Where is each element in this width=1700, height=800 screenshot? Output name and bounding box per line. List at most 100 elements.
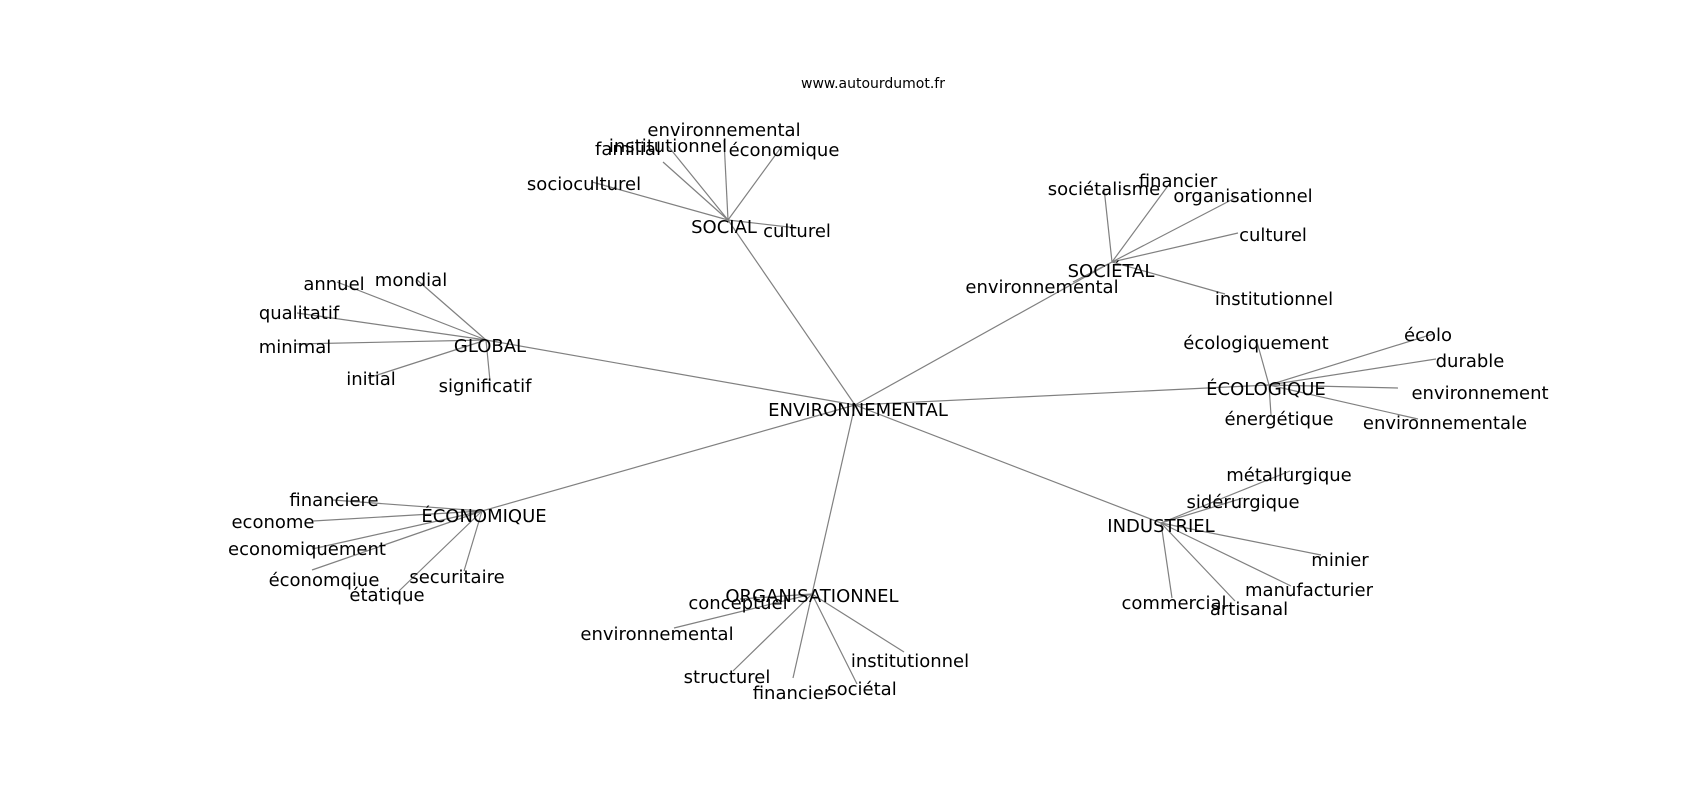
leaf-node-label: économique <box>729 140 840 161</box>
leaf-node-label: commercial <box>1122 593 1227 614</box>
edge-ecologique-leaf <box>1268 384 1419 420</box>
edge-ecologique-leaf <box>1268 358 1437 386</box>
hub-node-label-organisationnel: ORGANISATIONNEL <box>725 586 898 607</box>
edge-industriel-leaf <box>1160 522 1173 599</box>
leaf-node-label: economiquement <box>228 539 386 560</box>
edge-social-leaf <box>723 139 729 221</box>
leaf-node-label: culturel <box>763 221 831 242</box>
leaf-node-label: financiere <box>289 490 378 511</box>
leaf-node-label: econome <box>231 512 314 533</box>
edge-ecologique-leaf <box>1268 333 1434 386</box>
edge-economique-leaf <box>332 499 483 512</box>
edge-societal-leaf <box>1111 182 1171 263</box>
edge-economique-leaf <box>312 510 483 522</box>
edge-organisationnel-leaf <box>673 593 813 629</box>
hub-node-label-global: GLOBAL <box>454 336 526 357</box>
leaf-node-label: sociétalisme <box>1048 179 1160 200</box>
edge-economique-leaf <box>311 510 483 550</box>
leaf-node-label: manufacturier <box>1245 580 1374 601</box>
leaf-node-label: financier <box>753 683 832 704</box>
edge-social-leaf <box>727 219 798 229</box>
edge-industriel-leaf <box>1160 522 1292 587</box>
edge-organisationnel-leaf <box>732 593 813 672</box>
edge-organisationnel-leaf <box>811 593 905 653</box>
leaf-node-label: significatif <box>439 376 533 397</box>
leaf-node-label: socioculturel <box>527 174 641 195</box>
edge-societal-leaf <box>1103 187 1113 263</box>
leaf-node-label: securitaire <box>409 567 504 588</box>
edge-root-societal <box>854 261 1113 406</box>
leaf-node-label: structurel <box>684 667 771 688</box>
hub-node-label-social: SOCIAL <box>691 217 757 238</box>
edge-global-leaf <box>415 278 487 341</box>
leaf-node-label: qualitatif <box>259 303 340 324</box>
leaf-node-label: institutionnel <box>851 651 969 672</box>
leaf-node-label: énergétique <box>1224 409 1333 430</box>
edge-ecologique-leaf <box>1268 384 1399 389</box>
root-node-label: ENVIRONNEMENTAL <box>768 400 948 421</box>
edge-economique-leaf <box>311 510 483 571</box>
graph-labels: ENVIRONNEMENTALSOCIALenvironnementalfami… <box>228 120 1549 704</box>
leaf-node-label: minimal <box>259 337 332 358</box>
leaf-node-label: organisationnel <box>1173 186 1312 207</box>
edge-root-ecologique <box>854 384 1270 406</box>
edge-ecologique-leaf <box>1268 384 1272 416</box>
edge-root-organisationnel <box>811 404 856 595</box>
edge-economique-leaf <box>463 510 483 572</box>
edge-social-leaf <box>667 145 729 221</box>
leaf-node-label: environnemental <box>580 624 733 645</box>
leaf-node-label: initial <box>346 369 396 390</box>
leaf-node-label: culturel <box>1239 225 1307 246</box>
hub-node-label-societal: SOCIÉTAL <box>1068 260 1155 282</box>
edge-societal-leaf <box>1111 261 1226 295</box>
edge-global-leaf <box>294 339 487 345</box>
leaf-node-label: minier <box>1311 550 1369 571</box>
edge-societal-leaf <box>1111 196 1238 263</box>
edge-industriel-leaf <box>1160 470 1291 524</box>
hub-node-label-industriel: INDUSTRIEL <box>1107 516 1214 537</box>
edge-global-leaf <box>367 339 487 379</box>
hub-node-label-economique: ÉCONOMIQUE <box>421 505 546 527</box>
edge-industriel-leaf <box>1160 497 1244 524</box>
leaf-node-label: économqiue <box>269 570 380 591</box>
edge-economique-leaf <box>398 510 483 592</box>
edge-global-leaf <box>485 339 491 382</box>
leaf-node-label: environnement <box>1411 383 1548 404</box>
leaf-node-label: environnementale <box>1363 413 1527 434</box>
leaf-node-label: métallurgique <box>1226 465 1352 486</box>
leaf-node-label: durable <box>1436 351 1505 372</box>
edge-societal-leaf <box>1072 261 1113 283</box>
leaf-node-label: artisanal <box>1210 599 1288 620</box>
edge-organisationnel-leaf <box>811 593 858 685</box>
leaf-node-label: sociétal <box>827 679 896 700</box>
edge-ecologique-leaf <box>1256 341 1270 386</box>
source-url: www.autourdumot.fr <box>801 76 945 92</box>
edge-societal-leaf <box>1111 232 1239 263</box>
leaf-node-label: écologiquement <box>1183 333 1328 354</box>
leaf-node-label: écolo <box>1404 325 1452 346</box>
leaf-node-label: familial <box>595 139 661 160</box>
leaf-node-label: institutionnel <box>609 136 727 157</box>
leaf-node-label: mondial <box>375 270 447 291</box>
edge-organisationnel-leaf <box>792 593 813 679</box>
edge-root-industriel <box>854 404 1162 524</box>
edge-organisationnel-leaf <box>739 593 813 600</box>
edge-root-economique <box>481 404 856 512</box>
edge-root-global <box>485 339 856 406</box>
edge-root-social <box>727 219 856 406</box>
leaf-node-label: conceptuel <box>688 593 787 614</box>
leaf-node-label: institutionnel <box>1215 289 1333 310</box>
leaf-node-label: environnemental <box>647 120 800 141</box>
edge-global-leaf <box>336 281 487 341</box>
edge-social-leaf <box>591 181 729 221</box>
edge-global-leaf <box>296 312 487 341</box>
edge-social-leaf <box>727 145 783 221</box>
edge-industriel-leaf <box>1160 522 1322 556</box>
leaf-node-label: financier <box>1139 171 1218 192</box>
hub-node-label-ecologique: ÉCOLOGIQUE <box>1206 378 1326 400</box>
leaf-node-label: sidérurgique <box>1186 492 1299 513</box>
graph-edges <box>294 139 1437 685</box>
leaf-node-label: étatique <box>349 585 424 606</box>
leaf-node-label: annuel <box>303 274 364 295</box>
